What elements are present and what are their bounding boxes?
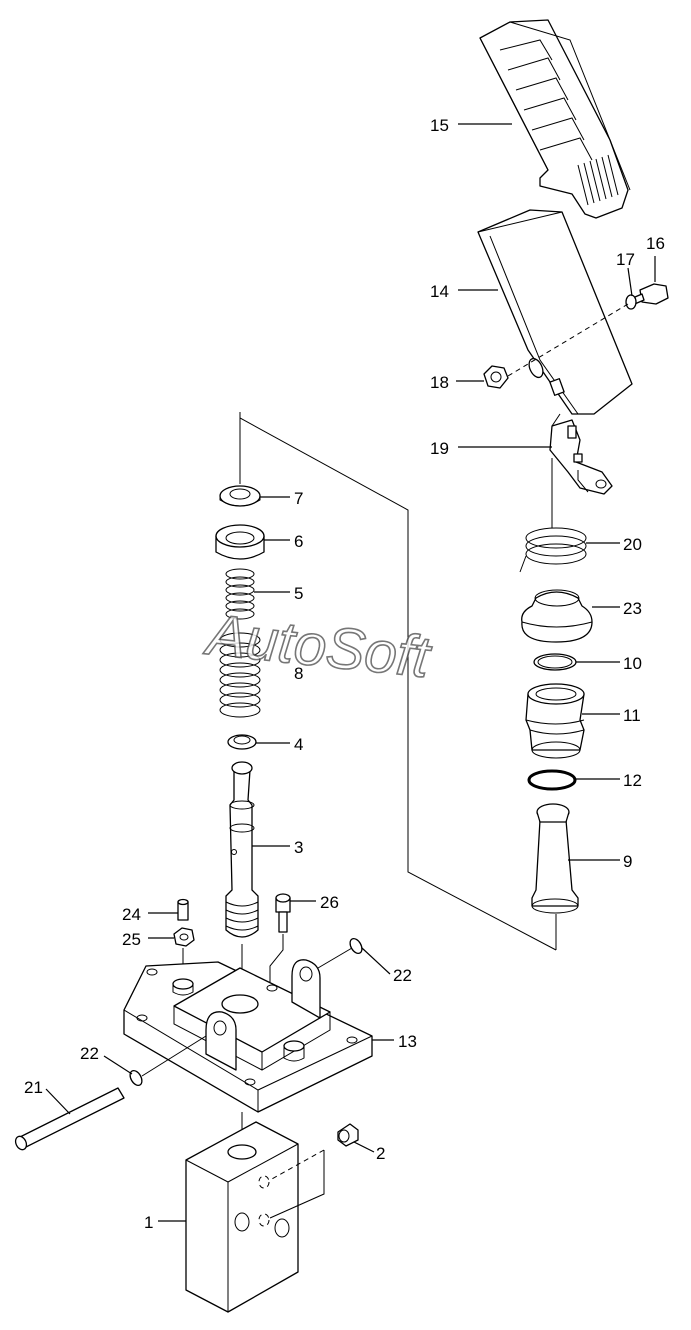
callout-8: 8 [294, 664, 303, 683]
callout-labels: 15 14 16 17 18 19 20 23 10 11 12 9 7 6 5… [24, 116, 665, 1232]
pedal-pad [479, 19, 631, 219]
hex-nut [483, 365, 509, 389]
callout-23: 23 [623, 599, 642, 618]
callout-3: 3 [294, 838, 303, 857]
callout-20: 20 [623, 535, 642, 554]
callout-6: 6 [294, 532, 303, 551]
callout-12: 12 [623, 771, 642, 790]
torsion-spring [519, 458, 587, 573]
callout-7: 7 [294, 489, 303, 508]
callout-15: 15 [430, 116, 449, 135]
lever-bracket [549, 419, 613, 495]
callout-22-right: 22 [393, 966, 412, 985]
callout-1: 1 [144, 1213, 153, 1232]
callout-21: 21 [24, 1078, 43, 1097]
callout-5: 5 [294, 584, 303, 603]
set-screw [177, 898, 189, 921]
callout-4: 4 [294, 735, 303, 754]
pedal-arm [477, 209, 633, 415]
callout-13: 13 [398, 1032, 417, 1051]
o-ring [527, 769, 577, 791]
retainer-ring [227, 734, 257, 750]
callout-25: 25 [122, 930, 141, 949]
callout-14: 14 [430, 282, 449, 301]
washer [625, 294, 637, 310]
snap-ring-left [129, 1069, 143, 1087]
inner-spring [225, 568, 255, 620]
rubber-boot [521, 589, 593, 643]
callout-16: 16 [646, 234, 665, 253]
plunger [531, 803, 579, 914]
callout-9: 9 [623, 852, 632, 871]
callout-26: 26 [320, 893, 339, 912]
bushing [525, 683, 585, 759]
callout-10: 10 [623, 654, 642, 673]
cap-screw [275, 893, 291, 933]
callout-22-left: 22 [80, 1044, 99, 1063]
clevis-pin [14, 1087, 125, 1151]
spool [225, 761, 259, 938]
spring-cap [215, 524, 265, 560]
snap-ring-right [349, 937, 363, 955]
spring-seat-washer [219, 485, 261, 507]
leader-lines [45, 123, 656, 1222]
callout-18: 18 [430, 373, 449, 392]
outer-spring [219, 632, 261, 718]
valve-body [185, 1121, 299, 1313]
base-plate [123, 959, 373, 1113]
callout-11: 11 [623, 706, 641, 725]
callout-2: 2 [376, 1144, 385, 1163]
callout-24: 24 [122, 905, 141, 924]
lock-nut [173, 927, 195, 947]
callout-19: 19 [430, 439, 449, 458]
port-plug [337, 1123, 359, 1147]
callout-17: 17 [616, 250, 635, 269]
